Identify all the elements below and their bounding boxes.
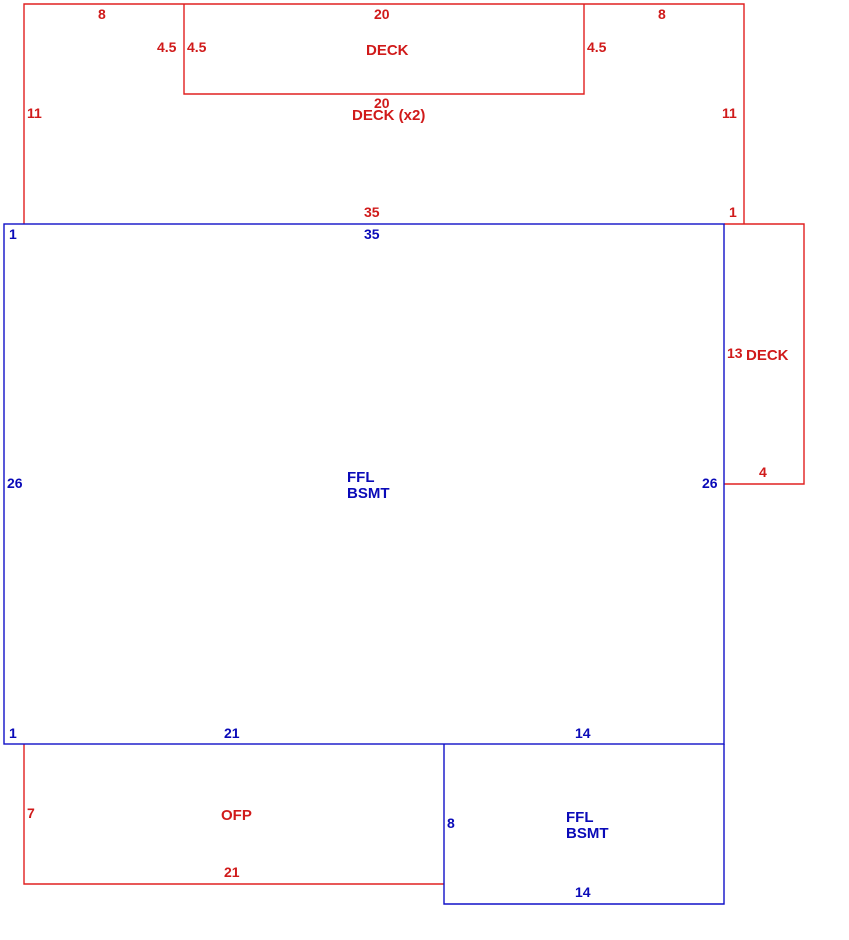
dim-ofp-bottom: 21: [224, 864, 240, 880]
dim-main-left: 26: [7, 475, 23, 491]
dim-deck-side-left: 13: [727, 345, 743, 361]
label-deck-x2: DECK (x2): [352, 107, 425, 124]
dim-ofp-left: 7: [27, 805, 35, 821]
dim-main-right: 26: [702, 475, 718, 491]
label-main-ffl: FFL: [347, 469, 375, 486]
dim-deck-x2-right-step: 1: [729, 204, 737, 220]
dim-deck-x2-left: 11: [27, 105, 42, 121]
dim-main-bottom-right: 14: [575, 725, 591, 741]
dim-main-top: 35: [364, 226, 380, 242]
label-deck-side: DECK: [746, 347, 789, 364]
label-annex-ffl: FFL: [566, 809, 594, 826]
dim-deck-top-right: 4.5: [587, 39, 607, 55]
dim-deck-top-left: 4.5: [187, 39, 207, 55]
dim-deck-top-top: 20: [374, 6, 390, 22]
label-deck-top: DECK: [366, 42, 409, 59]
ofp-outline: [23, 744, 444, 885]
annex-living-outline: [443, 744, 725, 905]
label-annex-bsmt: BSMT: [566, 825, 609, 842]
deck-x2-outline: [23, 3, 745, 224]
dim-deck-x2-left-inner: 4.5: [157, 39, 177, 55]
dim-main-bottom-left-step: 1: [9, 725, 17, 741]
label-main-bsmt: BSMT: [347, 485, 390, 502]
dim-deck-x2-right: 11: [722, 105, 737, 121]
dim-deck-side-bottom: 4: [759, 464, 767, 480]
dim-deck-x2-top-right: 8: [658, 6, 666, 22]
dim-deck-x2-bottom: 35: [364, 204, 380, 220]
dim-annex-left: 8: [447, 815, 455, 831]
dim-annex-bottom: 14: [575, 884, 591, 900]
dim-main-bottom-left: 21: [224, 725, 240, 741]
deck-side-outline: [724, 223, 805, 485]
main-living-outline: [3, 223, 725, 745]
dim-deck-top-bottom: 20: [374, 95, 390, 111]
deck-top-outline: [183, 4, 585, 95]
dim-deck-x2-top-left: 8: [98, 6, 106, 22]
dim-main-top-left-step: 1: [9, 226, 17, 242]
label-ofp: OFP: [221, 807, 252, 824]
